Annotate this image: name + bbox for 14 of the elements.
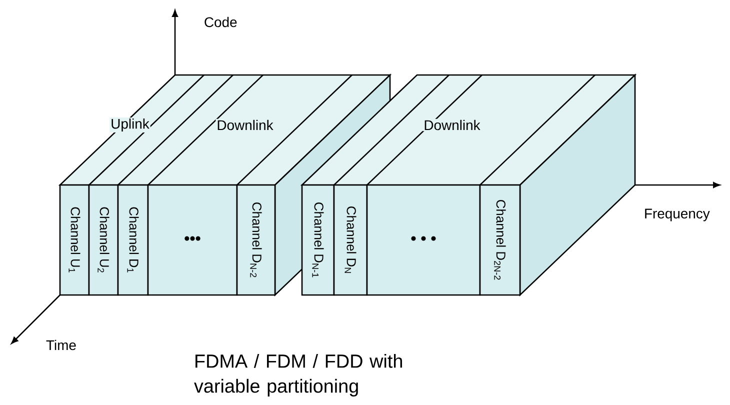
channel-slab: Channel U$_{2}$ — [88, 184, 119, 296]
axis-label: Frequency — [645, 208, 710, 222]
channel-slab: Channel D$_{N-2}$ — [236, 184, 276, 296]
channel-slab: Channel D$_{1}$ — [117, 184, 149, 296]
axis-label: Time — [46, 340, 76, 350]
region-label: Uplink — [110, 118, 150, 132]
axis-label: Code — [204, 16, 237, 28]
caption: FDMA / FDM / FDD with variable partitioning — [194, 354, 402, 397]
region-label: Downlink — [216, 118, 274, 132]
region-label: Downlink — [422, 118, 482, 132]
channel-slab: Channel D$_{N-1}$ — [301, 184, 335, 296]
channel-slab: Channel D$_{N}$ — [333, 184, 368, 296]
channel-slab: Channel U$_{1}$ — [59, 184, 90, 296]
channel-slab: Channel D$_{2N-2}$ — [479, 184, 521, 296]
